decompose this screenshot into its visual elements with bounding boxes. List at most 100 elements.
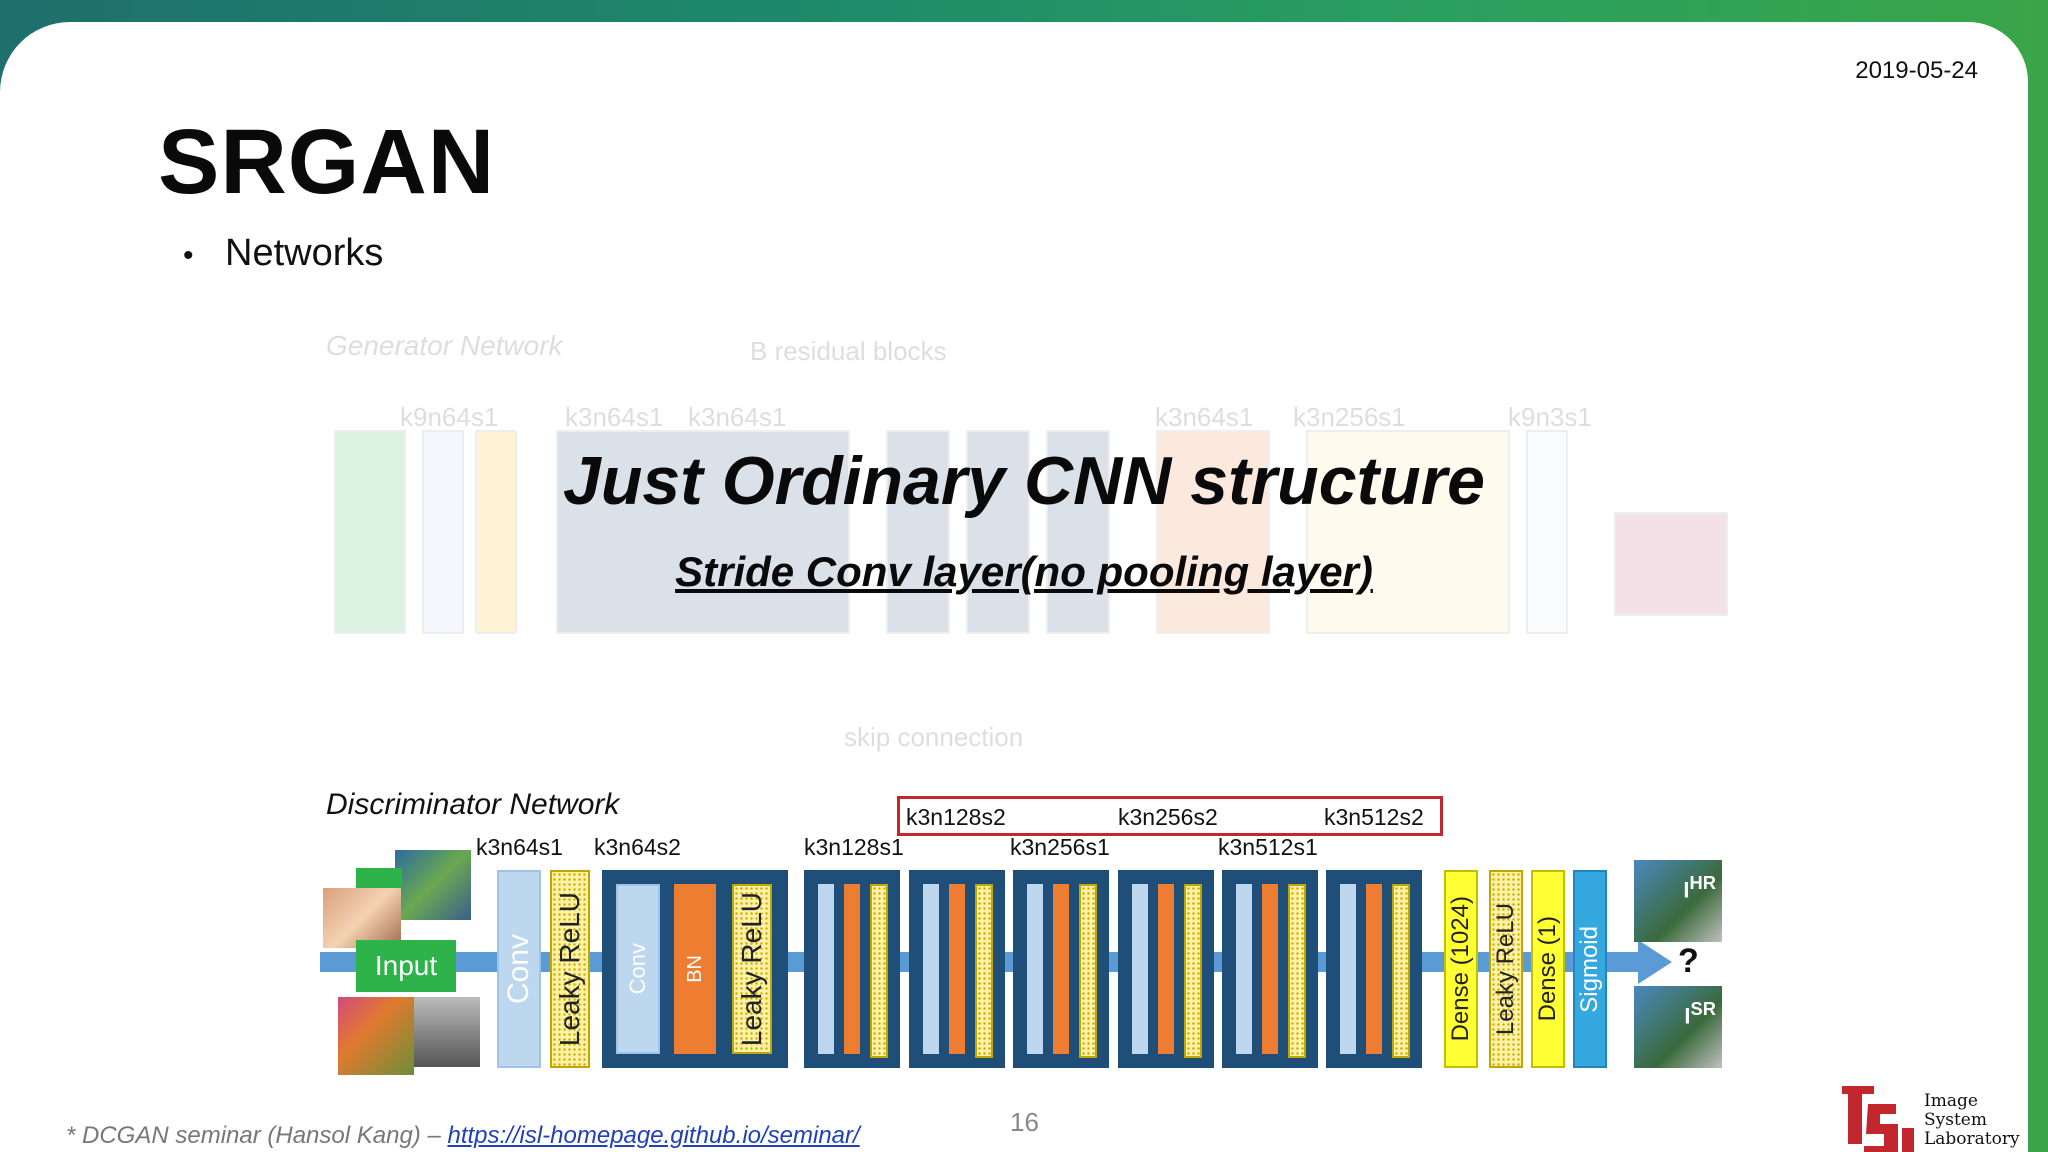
gen-upsample-block — [1306, 430, 1510, 634]
block0-relu-text: Leaky ReLU — [736, 891, 767, 1047]
disc-label-4: k3n256s1 — [1010, 834, 1110, 860]
input-image-strip — [356, 868, 402, 888]
block4-conv — [1132, 884, 1148, 1054]
disc-label-5: k3n512s1 — [1218, 834, 1318, 860]
input-image-boat — [414, 997, 480, 1067]
generator-diagram: Generator Network B residual blocks k9n6… — [310, 312, 1740, 772]
residual-label: B residual blocks — [750, 336, 947, 366]
logo-text: Image System Laboratory — [1924, 1092, 2020, 1149]
block0-bn: BN — [674, 884, 716, 1054]
isl-logo-icon — [1842, 1086, 1914, 1152]
slide-title: SRGAN — [158, 111, 496, 213]
gen-residual-block-1 — [556, 430, 850, 634]
logo-line-2: System — [1924, 1110, 1987, 1130]
question-mark: ? — [1678, 942, 1699, 980]
dense-1-layer: Dense (1) — [1531, 870, 1565, 1068]
logo-line-1: Image — [1924, 1091, 1978, 1111]
dense1-text: Dense (1024) — [1447, 896, 1474, 1042]
block6-conv — [1340, 884, 1356, 1054]
block3-conv — [1027, 884, 1043, 1054]
block1-conv — [818, 884, 834, 1054]
arrow-right-icon — [1638, 940, 1672, 984]
gen-post-block — [1156, 430, 1270, 634]
gen-residual-block-4 — [1046, 430, 1110, 634]
logo-line-3: Laboratory — [1924, 1129, 2020, 1149]
dense-1024-layer: Dense (1024) — [1444, 870, 1478, 1068]
overlay-headline: Just Ordinary CNN structure — [563, 443, 1485, 519]
input-image-person — [323, 888, 401, 948]
disc-block-2 — [909, 870, 1005, 1068]
disc-label-3: k3n128s1 — [804, 834, 904, 860]
seminar-link[interactable]: https://isl-homepage.github.io/seminar/ — [447, 1122, 860, 1149]
input-block: Input — [356, 940, 456, 992]
block3-bn — [1053, 884, 1069, 1054]
gen-act-block — [475, 430, 517, 634]
block6-relu — [1392, 884, 1410, 1058]
disc-block-5 — [1222, 870, 1318, 1068]
disc-block-3 — [1013, 870, 1109, 1068]
dense2-text: Dense (1) — [1534, 916, 1561, 1022]
output-image-hr: IHR — [1634, 860, 1722, 942]
sigmoid-layer: Sigmoid — [1573, 870, 1607, 1068]
disc-block-6 — [1326, 870, 1422, 1068]
gen-input-block — [334, 430, 406, 634]
input-image-bird — [395, 850, 471, 920]
gen-label-2: k3n64s1 — [565, 402, 664, 432]
block2-conv — [923, 884, 939, 1054]
block0-conv: Conv — [616, 884, 660, 1054]
gen-output-image — [1614, 512, 1728, 616]
block4-relu — [1184, 884, 1202, 1058]
block5-bn — [1262, 884, 1278, 1054]
gen-label-1: k9n64s1 — [400, 402, 499, 432]
block5-conv — [1236, 884, 1252, 1054]
relu-text: Leaky ReLU — [554, 891, 585, 1047]
gen-label-5: k3n256s1 — [1293, 402, 1406, 432]
hr-label: IHR — [1683, 872, 1716, 903]
block6-bn — [1366, 884, 1382, 1054]
sigmoid-text: Sigmoid — [1576, 925, 1603, 1013]
gen-residual-block-3 — [966, 430, 1030, 634]
block4-bn — [1158, 884, 1174, 1054]
dense-relu-layer: Leaky ReLU — [1489, 870, 1523, 1068]
red-label-1: k3n128s2 — [906, 804, 1006, 830]
block2-bn — [949, 884, 965, 1054]
block2-relu — [975, 884, 993, 1058]
disc-label-1: k3n64s1 — [476, 834, 563, 860]
page-number: 16 — [1010, 1107, 1039, 1137]
date-label: 2019-05-24 — [1855, 57, 1978, 84]
block5-relu — [1288, 884, 1306, 1058]
gen-label-3: k3n64s1 — [688, 402, 787, 432]
dense-relu-text: Leaky ReLU — [1492, 902, 1519, 1036]
block0-conv-text: Conv — [625, 943, 650, 995]
disc-block-1 — [804, 870, 900, 1068]
red-label-3: k3n512s2 — [1324, 804, 1424, 830]
bullet-text: Networks — [225, 232, 384, 274]
input-image-butterfly — [338, 997, 414, 1075]
stride-highlight-box — [897, 796, 1443, 836]
output-image-sr: ISR — [1634, 986, 1722, 1068]
red-label-2: k3n256s2 — [1118, 804, 1218, 830]
bn-text: BN — [683, 955, 706, 983]
slide: 2019-05-24 SRGAN • Networks Generator Net… — [0, 22, 2028, 1152]
input-label: Input — [374, 950, 438, 981]
skip-connection-label: skip connection — [844, 722, 1024, 752]
block3-relu — [1079, 884, 1097, 1058]
footer-citation: * DCGAN seminar (Hansol Kang) – https://… — [66, 1122, 860, 1150]
gen-residual-block-2 — [886, 430, 950, 634]
block1-bn — [844, 884, 860, 1054]
disc-block-0: Conv BN Leaky ReLU — [602, 870, 788, 1068]
bullet-item: • Networks — [183, 232, 383, 275]
disc-relu-layer: Leaky ReLU — [550, 870, 590, 1068]
gen-conv-block — [422, 430, 464, 634]
sr-label: ISR — [1684, 998, 1716, 1029]
block1-relu — [870, 884, 888, 1058]
bullet-dot-icon: • — [183, 239, 194, 272]
gen-label-4: k3n64s1 — [1155, 402, 1254, 432]
gen-label-6: k9n3s1 — [1508, 402, 1592, 432]
conv-text: Conv — [502, 933, 535, 1005]
discriminator-title: Discriminator Network — [326, 788, 620, 821]
disc-block-4 — [1118, 870, 1214, 1068]
footer-prefix: * DCGAN seminar (Hansol Kang) – — [66, 1122, 448, 1149]
disc-label-2: k3n64s2 — [594, 834, 681, 860]
gen-final-conv-block — [1526, 430, 1568, 634]
